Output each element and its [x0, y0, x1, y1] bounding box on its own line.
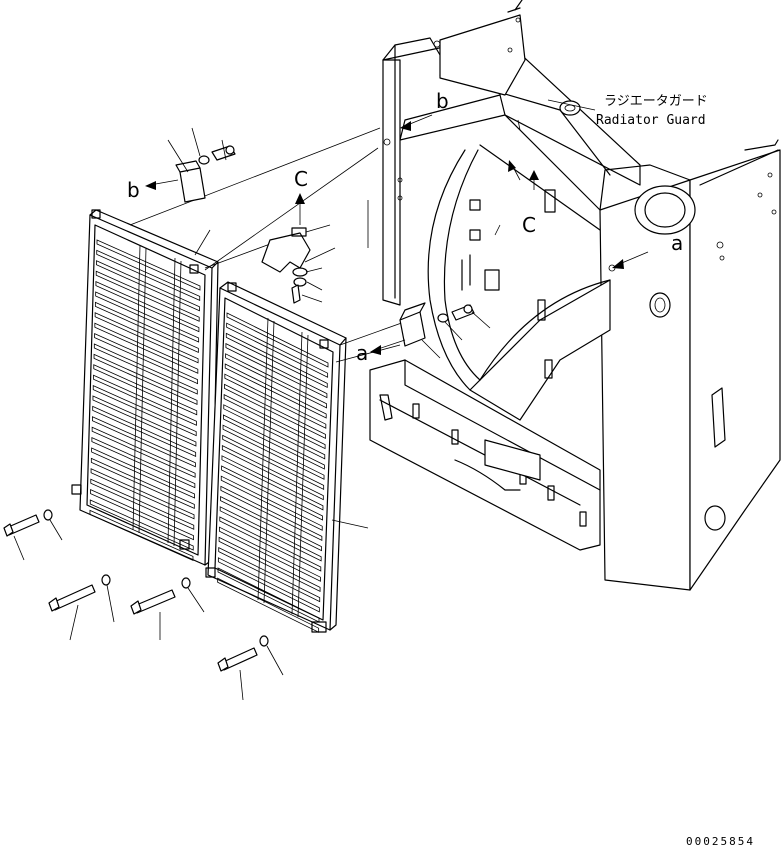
- guard-slat: [93, 343, 198, 395]
- guard-slat: [226, 322, 329, 378]
- guard-slat: [222, 424, 325, 480]
- guard-slat: [96, 260, 200, 312]
- guard-slat: [221, 444, 324, 501]
- guard-slat: [94, 312, 199, 364]
- guard-slat: [219, 506, 322, 562]
- guard-slat: [92, 395, 197, 447]
- guard-slat: [220, 495, 322, 552]
- clamp-bracket: [261, 227, 311, 304]
- callout-leader: [547, 99, 596, 111]
- label-c-right: C: [522, 213, 536, 237]
- guard-slat: [93, 353, 198, 406]
- guard-slat: [92, 405, 197, 458]
- label-a-left: a: [356, 341, 368, 365]
- guard-slat: [224, 373, 327, 429]
- guard-slat: [90, 478, 195, 530]
- guard-slat: [93, 364, 198, 416]
- guard-slat: [95, 280, 200, 333]
- guard-slat: [94, 301, 199, 354]
- label-b-right: b: [436, 89, 449, 113]
- guard-slat: [224, 383, 326, 440]
- drawing-number: 00025854: [686, 835, 755, 848]
- guard-slat: [89, 499, 194, 551]
- bracket-a: [399, 302, 475, 347]
- guard-slat: [94, 332, 198, 385]
- guard-slat: [226, 312, 329, 368]
- guard-slat: [92, 384, 197, 437]
- leader-lines: [13, 119, 521, 701]
- guard-slat: [225, 353, 327, 409]
- bolt-group: [3, 509, 269, 672]
- guard-slat: [96, 239, 201, 291]
- label-b-left: b: [127, 178, 140, 202]
- guard-slat: [220, 475, 323, 531]
- guard-slat: [94, 322, 199, 374]
- label-c-left: C: [294, 167, 308, 191]
- label-a-right: a: [671, 231, 683, 255]
- guard-slat: [218, 536, 321, 593]
- guard-slat: [95, 270, 200, 322]
- guard-slat: [223, 393, 326, 450]
- guard-slat: [223, 404, 326, 460]
- guard-slat: [93, 374, 197, 426]
- guard-slat: [222, 434, 325, 491]
- guard-slat: [92, 416, 196, 468]
- bracket-b: [175, 145, 236, 203]
- radiator-guard-right-panel: [205, 281, 347, 633]
- guard-slat: [218, 546, 321, 603]
- callout-english: Radiator Guard: [596, 113, 706, 128]
- guard-left-slats: [89, 239, 201, 562]
- guard-slat: [223, 414, 325, 470]
- radiator-frame: [369, 0, 781, 591]
- guard-slat: [219, 516, 322, 572]
- guard-slat: [90, 488, 194, 541]
- guard-slat: [89, 509, 194, 562]
- radiator-guard-left-panel: [71, 209, 219, 566]
- guard-slat: [220, 485, 323, 542]
- guard-slat: [221, 455, 324, 511]
- guard-slat: [91, 436, 196, 489]
- direction-arrows: [145, 114, 649, 355]
- guard-slat: [221, 465, 323, 521]
- guard-right-slats: [217, 312, 329, 633]
- guard-slat: [96, 249, 201, 302]
- guard-slat: [224, 363, 327, 419]
- guard-slat: [95, 291, 200, 343]
- guard-slat: [91, 447, 195, 499]
- guard-slat: [219, 526, 321, 582]
- guard-slat: [225, 342, 328, 399]
- guard-slat: [91, 426, 196, 478]
- guard-slat: [225, 332, 328, 389]
- guard-slat: [217, 557, 320, 613]
- guard-slat: [90, 468, 195, 520]
- guard-slat: [90, 457, 195, 510]
- callout-japanese: ラジエータガード: [604, 94, 708, 109]
